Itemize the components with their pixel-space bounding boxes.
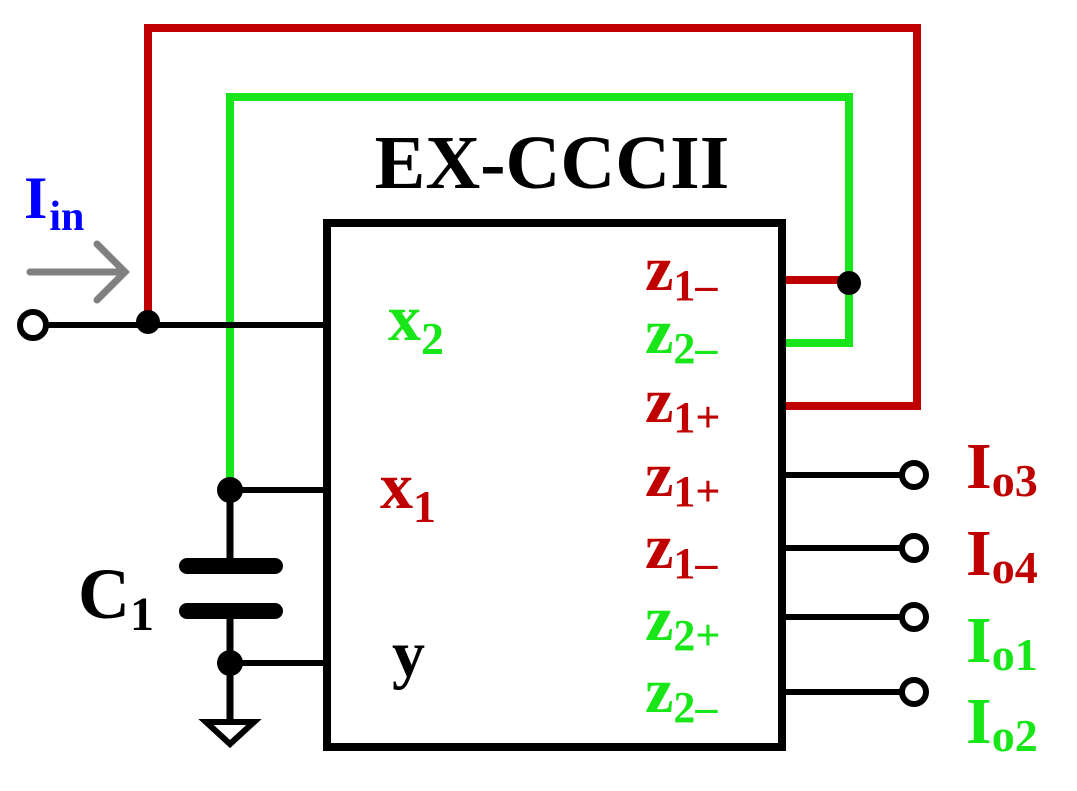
port-label-z2-plus: z2+	[645, 583, 720, 660]
ground-icon	[198, 719, 262, 749]
port-label-z2-minus-top: z2–	[645, 296, 718, 373]
io3-terminal	[899, 460, 929, 490]
z2-minus-to-junction-wire	[785, 283, 853, 347]
input-current-label: Iin	[24, 165, 84, 240]
io1-terminal	[899, 602, 929, 632]
io4-terminal	[899, 533, 929, 563]
io2-terminal	[899, 677, 929, 707]
z-junction-dot	[837, 271, 861, 295]
block-title: EX-CCCII	[375, 121, 730, 205]
port-label-x1: x1	[380, 450, 436, 532]
red-feedback-wire	[144, 24, 921, 410]
port-label-z1-minus-bottom: z1–	[645, 511, 718, 588]
port-label-z1-minus-top: z1–	[645, 233, 718, 310]
green-feedback-wire	[226, 93, 853, 490]
ex-cccii-block	[323, 219, 786, 751]
output-label-io2: Io2	[966, 685, 1038, 761]
input-node-dot	[136, 310, 160, 334]
y-node-dot	[217, 650, 243, 676]
output-label-io4: Io4	[966, 517, 1038, 593]
output-label-io3: Io3	[966, 430, 1038, 506]
input-arrow-icon	[26, 240, 130, 304]
output-label-io1: Io1	[966, 604, 1038, 680]
port-label-x2: x2	[388, 282, 444, 364]
x1-node-dot	[217, 477, 243, 503]
port-label-z1-plus-bottom: z1+	[645, 439, 720, 516]
capacitor-label: C1	[78, 554, 154, 641]
port-label-y: y	[392, 618, 425, 691]
port-label-z1-plus-top: z1+	[645, 365, 720, 442]
input-terminal	[17, 309, 49, 341]
port-label-z2-minus-bottom: z2–	[645, 655, 718, 732]
